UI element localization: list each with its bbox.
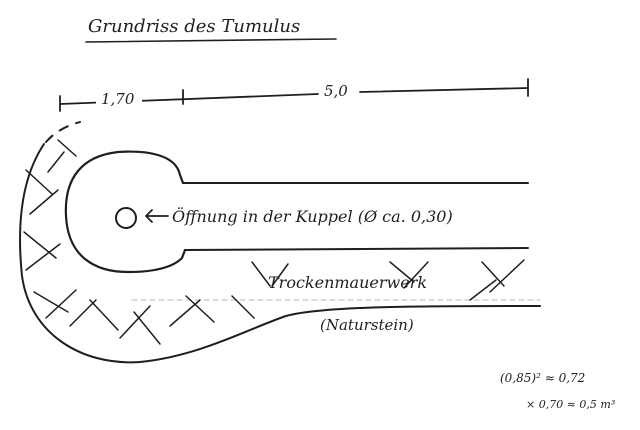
calculation-line-1: (0,85)² ≈ 0,72 [500,371,585,385]
hatch-mark [69,299,97,327]
passage-wall-lower [184,247,529,251]
masonry-hatching [23,139,525,345]
hatch-mark [231,295,255,319]
hatch-mark [119,305,151,339]
dimension-label-left: 1,70 [101,90,135,108]
wall-label: Trockenmauerwerk [268,273,427,292]
dimension-label-left-bg [96,88,142,108]
arrow-left-icon [145,209,169,223]
opening-label: Öffnung in der Kuppel (Ø ca. 0,30) [172,206,453,226]
mound-outer-outline [19,143,541,364]
hatch-mark [45,289,77,319]
hatch-mark [25,243,61,271]
wall-note: (Naturstein) [320,316,414,334]
chamber-outline [64,150,187,274]
hatch-mark [251,261,271,287]
dimension-line-right-segment [359,87,529,93]
drawing-title: Grundriss des Tumulus [88,16,300,37]
hatch-mark [185,295,215,323]
hatch-mark [33,291,69,313]
hatch-mark [23,231,57,259]
hatch-mark [89,299,119,331]
hatch-mark [489,259,525,293]
hatch-mark [389,261,415,283]
mound-outer-dashed [45,121,81,143]
hatch-mark [133,311,161,345]
calculation-line-2: × 0,70 ≈ 0,5 m³ [526,398,615,411]
hatch-mark [271,263,289,287]
hatch-mark [29,189,59,215]
hatch-mark [469,279,497,301]
hatch-mark [25,169,53,195]
dimension-label-right: 5,0 [324,82,348,100]
hatch-mark [403,261,429,289]
hatch-mark [57,139,77,157]
dimension-line: 1,70 5,0 [59,78,529,112]
opening-circle-icon [115,207,137,229]
title-underline [85,38,337,43]
hatch-mark [47,151,65,173]
